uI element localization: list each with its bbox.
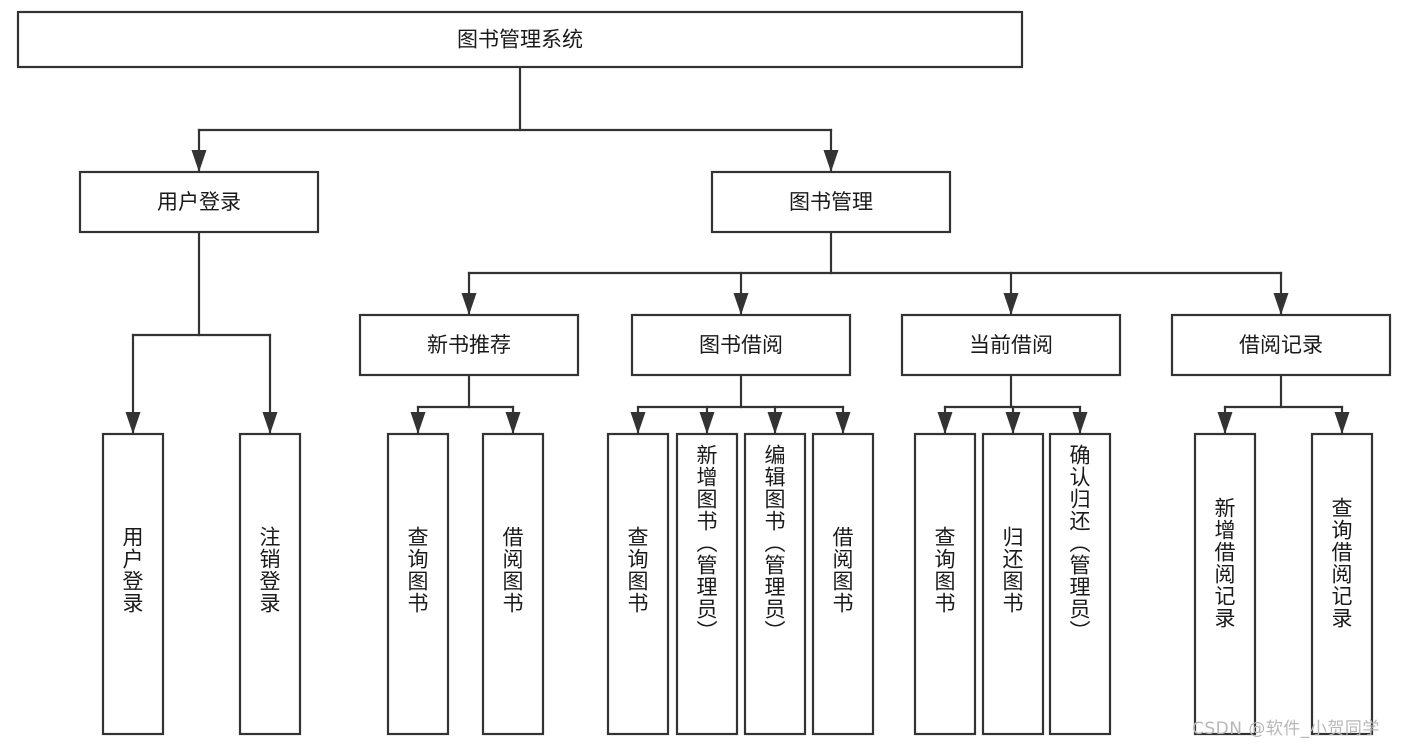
level3-box-新书推荐[interactable] bbox=[358, 313, 580, 377]
level3-label-新书推荐: 新书推荐 bbox=[427, 333, 511, 357]
leaf-box-借阅图书[interactable] bbox=[481, 432, 545, 736]
level3-box-图书借阅[interactable] bbox=[630, 313, 852, 377]
leaf-box-查询图书[interactable] bbox=[386, 432, 450, 736]
leaf-box-编辑图书管理员[interactable] bbox=[743, 432, 807, 736]
leaf-box-查询图书[interactable] bbox=[606, 432, 670, 736]
level3-box-借阅记录[interactable] bbox=[1170, 313, 1392, 377]
arrow-record-新增借阅记录 bbox=[1217, 412, 1233, 434]
root-label-图书管理系统: 图书管理系统 bbox=[457, 28, 583, 52]
arrow-root-图书管理 bbox=[823, 150, 839, 172]
level2-box-用户登录[interactable] bbox=[78, 170, 320, 234]
arrow-current-归还图书 bbox=[1005, 412, 1021, 434]
arrow-login-用户登录 bbox=[125, 412, 141, 434]
leaf-box-归还图书[interactable] bbox=[981, 432, 1045, 736]
level3-label-图书借阅: 图书借阅 bbox=[699, 333, 783, 357]
root-box-图书管理系统[interactable] bbox=[16, 10, 1024, 69]
watermark-text: CSDN @软件_小贺同学 bbox=[1192, 719, 1380, 739]
arrow-books-图书借阅 bbox=[733, 293, 749, 315]
level3-box-当前借阅[interactable] bbox=[900, 313, 1122, 377]
leaf-box-用户登录[interactable] bbox=[101, 432, 165, 736]
level2-box-图书管理[interactable] bbox=[710, 170, 952, 234]
arrow-newbook-借阅图书 bbox=[505, 412, 521, 434]
arrow-borrow-新增图书管理员 bbox=[699, 412, 715, 434]
level3-label-当前借阅: 当前借阅 bbox=[969, 333, 1053, 357]
leaf-box-确认归还管理员[interactable] bbox=[1048, 432, 1112, 736]
leaf-box-注销登录[interactable] bbox=[238, 432, 302, 736]
level2-label-图书管理: 图书管理 bbox=[789, 190, 873, 214]
leaf-box-新增图书管理员[interactable] bbox=[675, 432, 739, 736]
leaf-box-借阅图书[interactable] bbox=[811, 432, 875, 736]
arrow-root-用户登录 bbox=[191, 150, 207, 172]
arrow-login-注销登录 bbox=[262, 412, 278, 434]
leaf-box-查询图书[interactable] bbox=[913, 432, 977, 736]
arrow-newbook-查询图书 bbox=[410, 412, 426, 434]
arrow-current-确认归还管理员 bbox=[1072, 412, 1088, 434]
arrow-borrow-查询图书 bbox=[630, 412, 646, 434]
arrow-books-借阅记录 bbox=[1273, 293, 1289, 315]
arrow-current-查询图书 bbox=[937, 412, 953, 434]
leaf-box-查询借阅记录[interactable] bbox=[1310, 432, 1374, 736]
arrow-borrow-借阅图书 bbox=[835, 412, 851, 434]
level3-label-借阅记录: 借阅记录 bbox=[1239, 333, 1323, 357]
leaf-box-新增借阅记录[interactable] bbox=[1193, 432, 1257, 736]
arrow-books-当前借阅 bbox=[1003, 293, 1019, 315]
level2-label-用户登录: 用户登录 bbox=[157, 190, 241, 214]
arrow-books-新书推荐 bbox=[461, 293, 477, 315]
arrow-record-查询借阅记录 bbox=[1334, 412, 1350, 434]
arrow-borrow-编辑图书管理员 bbox=[767, 412, 783, 434]
connector-lines-group bbox=[125, 65, 1350, 435]
